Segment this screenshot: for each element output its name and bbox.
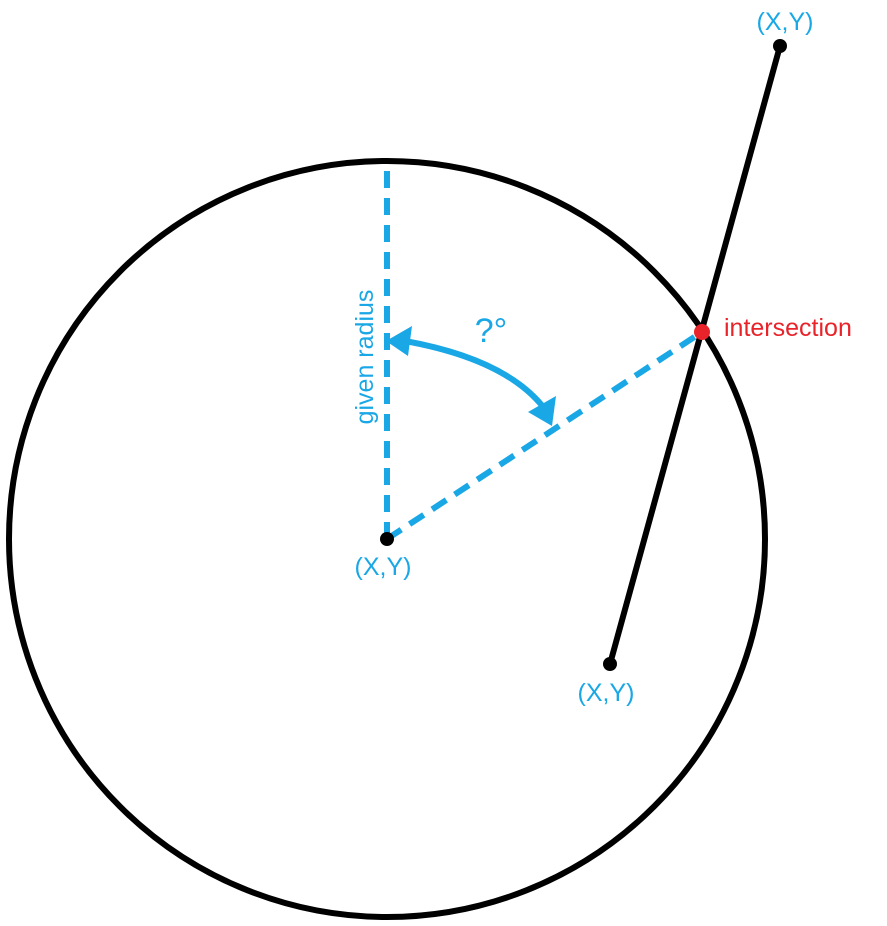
line-end-top-label: (X,Y) [757, 8, 814, 36]
radius-label: given radius [351, 290, 379, 425]
angle-arc [404, 338, 550, 414]
line-segment [607, 45, 783, 665]
circle [6, 158, 768, 920]
angle-label: ?° [475, 312, 508, 350]
intersection-label: intersection [724, 314, 852, 342]
intersection-point [694, 324, 710, 340]
intersection-dashed-line [385, 329, 704, 542]
line-end-top-point [773, 39, 787, 53]
center-point [380, 532, 394, 546]
line-end-bottom-label: (X,Y) [578, 679, 635, 707]
angle-arrowhead-right [528, 396, 556, 426]
angle-arrowhead-left [386, 326, 412, 356]
line-end-bottom-point [603, 657, 617, 671]
center-label: (X,Y) [355, 553, 412, 581]
